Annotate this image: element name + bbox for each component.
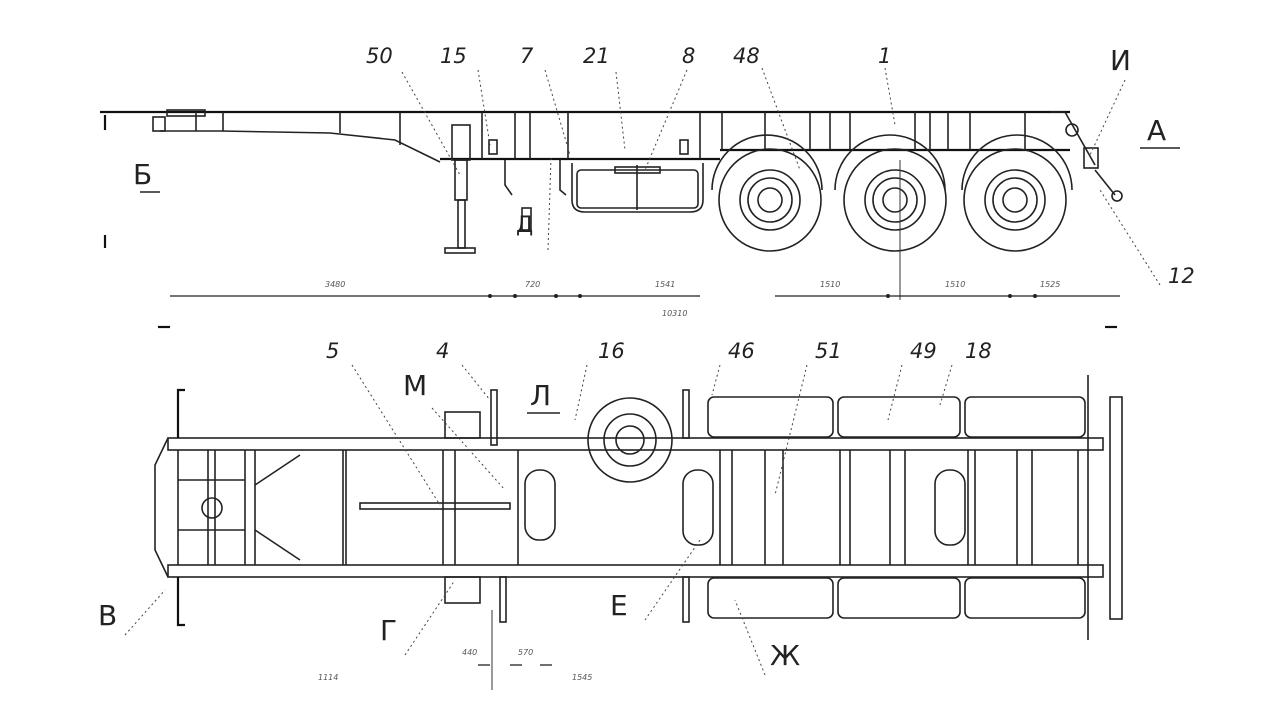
part-label-15: 15	[440, 44, 467, 68]
rear-frame-end	[1050, 111, 1096, 166]
dim-1541: 1541	[655, 280, 675, 289]
kingpin	[201, 497, 223, 519]
part-label-7: 7	[520, 44, 534, 68]
part-label-50: 50	[366, 44, 393, 68]
front-bumper	[154, 437, 169, 578]
air-tank-3	[934, 469, 966, 546]
air-tank-1	[524, 469, 556, 541]
diagonal-brace	[254, 529, 301, 561]
bracket	[559, 160, 567, 196]
bracket	[682, 576, 690, 623]
part-label-49: 49	[910, 339, 937, 363]
leader-lines	[401, 67, 1161, 286]
dim-570: 570	[518, 648, 533, 657]
view-label-g: Г	[380, 614, 397, 647]
bracket	[682, 389, 690, 439]
dim-10310: 10310	[662, 309, 687, 318]
side-dimension-lines	[170, 294, 1120, 298]
dim-440: 440	[462, 648, 477, 657]
part-label-51: 51	[815, 339, 842, 363]
side-view: 50 15 7 21 8 48 1 И 12 Б А Д 3480 720 15…	[100, 44, 1195, 329]
bracket	[504, 160, 513, 196]
part-label-1: 1	[878, 44, 891, 68]
front-mark	[176, 388, 185, 438]
top-view: 5 4 16 46 51 49 18 М Л В Г Е Ж 440 570 1…	[98, 339, 1123, 690]
tool-box	[571, 163, 704, 213]
part-label-46: 46	[728, 339, 755, 363]
wheel-1	[711, 134, 823, 252]
rear-eye	[1065, 123, 1079, 137]
wheels	[711, 134, 1073, 300]
dim-1510b: 1510	[945, 280, 965, 289]
frame-ribs	[399, 112, 1026, 159]
view-label-l: Л	[530, 379, 551, 412]
part-label-12: 12	[1168, 264, 1195, 288]
wheel-2	[834, 134, 947, 252]
dim-1114: 1114	[318, 673, 338, 682]
part-label-48: 48	[733, 44, 760, 68]
air-tank-2	[682, 469, 714, 546]
right-beam	[167, 564, 1104, 578]
view-label-e: Е	[610, 589, 628, 622]
view-label-zh: Ж	[770, 639, 800, 672]
front-mark	[176, 577, 185, 627]
view-label-a: А	[1147, 114, 1166, 147]
landing-gear	[444, 124, 476, 254]
part-label-8: 8	[682, 44, 695, 68]
view-label-m: М	[403, 369, 427, 402]
diagonal-brace	[254, 454, 301, 486]
landing-leg-right	[444, 576, 481, 604]
connector-box	[488, 139, 498, 155]
spare-wheel	[587, 397, 673, 483]
view-label-d: Д	[516, 213, 533, 238]
kingpin-plate	[166, 109, 206, 117]
cross-members	[177, 450, 1079, 565]
tow-hitch	[1083, 147, 1123, 202]
view-label-b: Б	[133, 158, 152, 191]
connector-box	[679, 139, 689, 155]
front-bumper-block	[152, 116, 166, 132]
left-beam	[167, 437, 1104, 451]
dim-720: 720	[525, 280, 540, 289]
gooseneck-underside	[160, 130, 441, 163]
part-label-16: 16	[598, 339, 625, 363]
part-label-4: 4	[436, 339, 449, 363]
part-label-5: 5	[326, 339, 339, 363]
part-label-18: 18	[965, 339, 992, 363]
dim-1525: 1525	[1040, 280, 1060, 289]
top-leader-lines	[124, 364, 953, 676]
bracket	[490, 389, 498, 446]
landing-leg-left	[444, 411, 481, 439]
dim-1510a: 1510	[820, 280, 840, 289]
dim-1545: 1545	[572, 673, 592, 682]
rear-bumper	[1109, 396, 1123, 620]
bracket	[499, 576, 507, 623]
mudguards-right	[707, 577, 1086, 619]
part-label-21: 21	[583, 44, 610, 68]
landing-gear-shaft	[359, 502, 511, 510]
wheel-chock	[521, 207, 532, 231]
view-label-i: И	[1110, 44, 1131, 77]
view-label-v: В	[98, 599, 117, 632]
mudguards-left	[707, 396, 1086, 438]
wheel-3	[961, 134, 1073, 252]
dim-3480: 3480	[325, 280, 345, 289]
